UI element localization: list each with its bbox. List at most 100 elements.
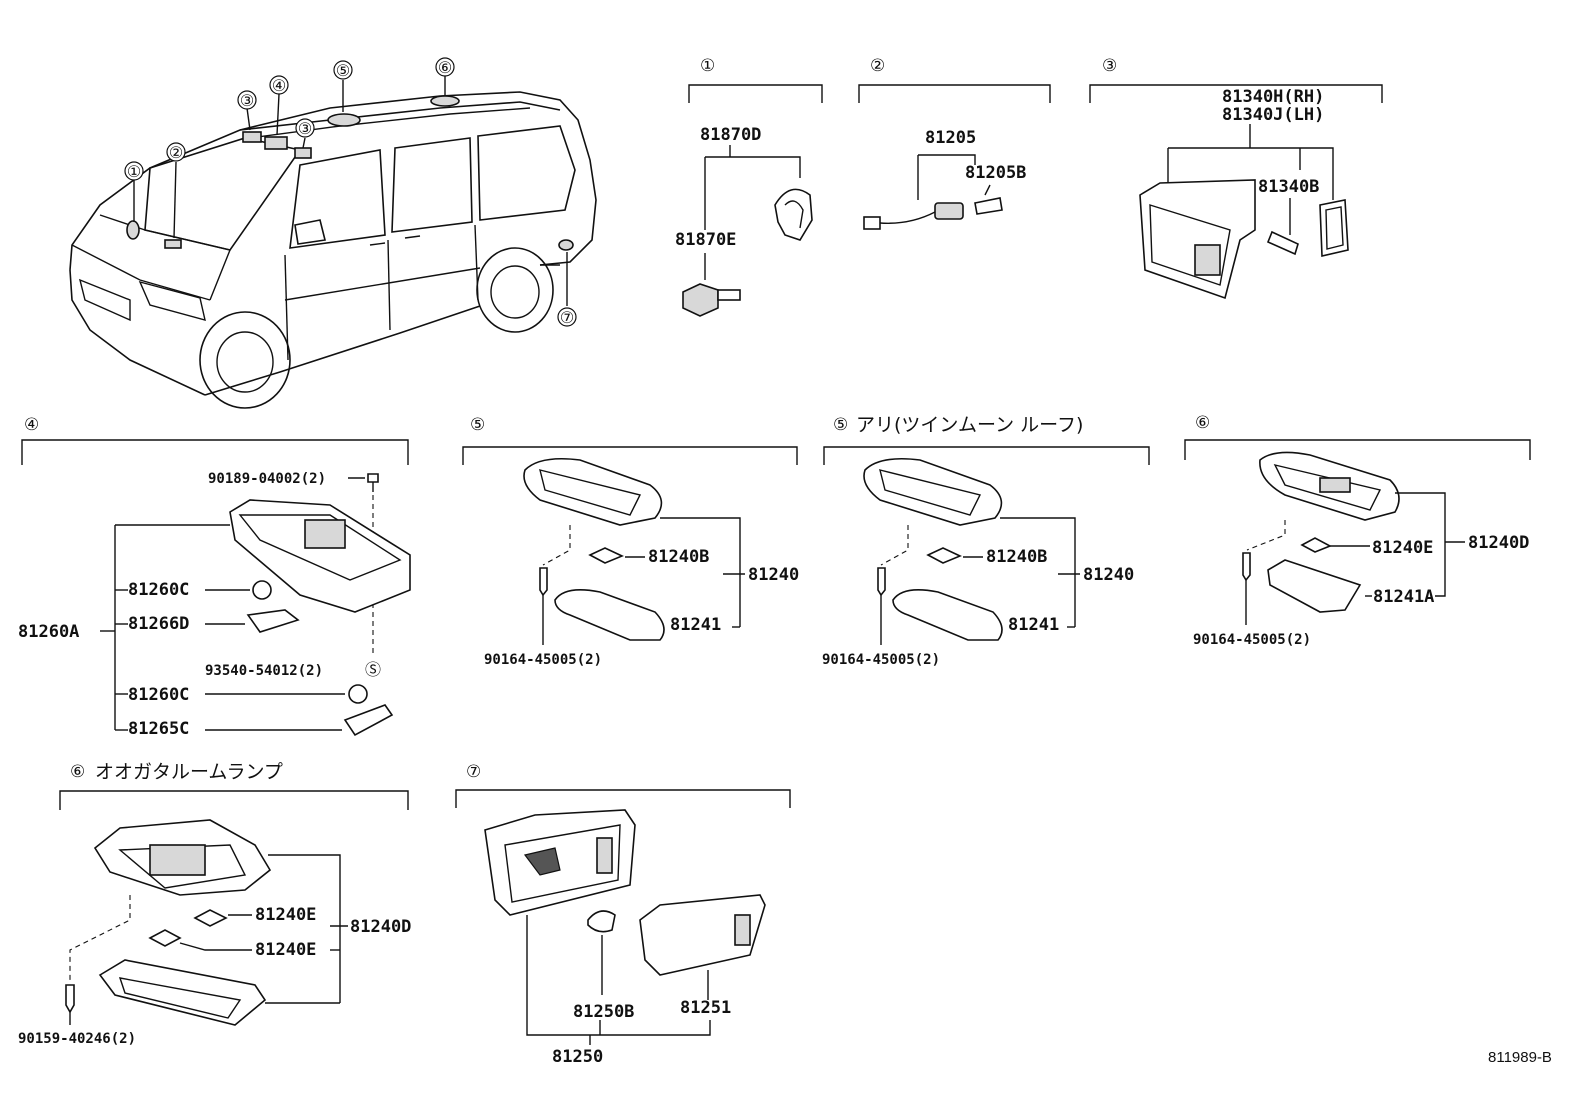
callout-4: ④ [272, 76, 286, 95]
section-6: ⑥ 81240E 81240D 81241A 90164-45005(2) [1184, 413, 1531, 648]
lens-81266D-drawing [246, 609, 300, 633]
section-7-marker: ⑦ [466, 762, 481, 782]
section-4-bracket [21, 439, 409, 465]
part-81340H: 81340H(RH) [1222, 87, 1324, 107]
part-81240B-s5: 81240B [648, 547, 709, 567]
section-7-bracket [455, 789, 791, 808]
section-6b-marker: ⑥ [70, 762, 85, 782]
section-1-marker: ① [700, 56, 715, 76]
lens-81251-drawing [639, 894, 766, 976]
section-5b: ⑤ アリ(ツインムーン ルーフ) 81240B 81240 81241 9016… [822, 414, 1150, 668]
lens-6b-drawing [98, 959, 267, 1026]
section-5b-bracket [823, 446, 1150, 465]
part-90164-45005-s6: 90164-45005(2) [1193, 632, 1311, 648]
screw-s5b-drawing [877, 567, 886, 597]
section-6-marker: ⑥ [1195, 413, 1210, 433]
bulb-81240B-drawing [588, 547, 624, 564]
lamp-5b-housing-drawing [863, 457, 1003, 526]
part-81205: 81205 [925, 128, 976, 148]
lens-81241A-drawing [1267, 559, 1362, 613]
section-1: ① 81870D 81870E [675, 56, 823, 317]
section-5-marker: ⑤ [470, 415, 485, 435]
section-2-marker: ② [870, 56, 885, 76]
part-81205B: 81205B [965, 163, 1026, 183]
section-2-bracket [858, 84, 1051, 103]
part-81260A: 81260A [18, 622, 79, 642]
section-3-bracket [1089, 84, 1383, 103]
part-81250: 81250 [552, 1047, 603, 1067]
section-4-marker: ④ [24, 415, 39, 435]
bulb-81240E-a-drawing [193, 909, 228, 927]
lamp-5-housing-drawing [523, 457, 663, 526]
bulb-81260C-b-drawing [348, 684, 368, 704]
part-81260A-drawing [229, 499, 411, 613]
callout-3a: ③ [240, 91, 254, 110]
part-90189-04002: 90189-04002(2) [208, 471, 326, 487]
part-81240E-s6: 81240E [1372, 538, 1433, 558]
screw-mark: Ⓢ [365, 660, 381, 679]
part-81260C-a: 81260C [128, 580, 189, 600]
lens-81241-s5b-drawing [892, 589, 1003, 641]
section-2: ② 81205 81205B [858, 56, 1051, 230]
screw-s6b-drawing [65, 984, 75, 1014]
section-5b-marker: ⑤ [833, 415, 848, 435]
callout-2: ② [169, 143, 183, 162]
bolt-drawing [367, 473, 379, 483]
part-81241A-s6: 81241A [1373, 587, 1434, 607]
section-3-marker: ③ [1102, 56, 1117, 76]
part-81240B-s5b: 81240B [986, 547, 1047, 567]
part-81241-s5b: 81241 [1008, 615, 1059, 635]
callout-5: ⑤ [336, 61, 350, 80]
part-90164-45005-s5: 90164-45005(2) [484, 652, 602, 668]
part-93540-54012: 93540-54012(2) [205, 663, 323, 679]
callout-7: ⑦ [560, 308, 574, 327]
part-81265C: 81265C [128, 719, 189, 739]
part-81870E-drawing [682, 283, 719, 317]
section-5: ⑤ 81240B 81240 81241 90164-45005(2) [462, 415, 799, 668]
section-4: ④ 90189-04002(2) 81260C 81266D 81260A 93… [18, 415, 411, 739]
diagram-code: 811989-B [1488, 1049, 1552, 1066]
section-6-bracket [1184, 439, 1531, 460]
bulb-81240E-s6-drawing [1300, 537, 1332, 553]
part-81250B: 81250B [573, 1002, 634, 1022]
part-81870D-drawing [774, 188, 813, 241]
section-5b-title: アリ(ツインムーン ルーフ) [856, 414, 1083, 436]
lens-81265C-drawing [343, 704, 394, 737]
section-6b: ⑥ オオガタルームランプ 81240E 81240D 81240E 90159-… [18, 761, 411, 1047]
section-5-bracket [462, 446, 798, 465]
part-81240D-s6b: 81240D [350, 917, 411, 937]
screw-s5-drawing [539, 567, 548, 597]
bulb-81260C-a-drawing [252, 580, 272, 600]
part-81340B-drawing [1266, 230, 1299, 256]
lens-81241-drawing [554, 589, 665, 641]
part-81240-s5b: 81240 [1083, 565, 1134, 585]
part-81870E: 81870E [675, 230, 736, 250]
callout-3b: ③ [298, 119, 312, 138]
callout-6: ⑥ [438, 58, 452, 77]
part-81240E-s6b-a: 81240E [255, 905, 316, 925]
screw-s6-drawing [1242, 552, 1251, 582]
lamp-7-housing-drawing [484, 809, 636, 916]
bulb-81240E-b-drawing [148, 929, 182, 947]
part-81205B-drawing [974, 197, 1003, 215]
vehicle-overview: ① ② ③ ④ ③ ⑤ ⑥ ⑦ [69, 57, 597, 409]
callout-1: ① [127, 162, 141, 181]
part-81340J: 81340J(LH) [1222, 105, 1324, 125]
part-81340B: 81340B [1258, 177, 1319, 197]
section-7: ⑦ 81250B 81251 81250 [455, 762, 791, 1067]
part-90159-40246: 90159-40246(2) [18, 1031, 136, 1047]
bulb-81240B-s5b-drawing [926, 547, 962, 564]
section-6b-title: オオガタルームランプ [95, 761, 283, 783]
part-81241-s5: 81241 [670, 615, 721, 635]
part-81340H-drawing [1139, 179, 1256, 300]
part-81870D: 81870D [700, 125, 761, 145]
section-1-bracket [688, 84, 823, 103]
part-81260C-b: 81260C [128, 685, 189, 705]
part-81266D: 81266D [128, 614, 189, 634]
part-81240E-s6b-b: 81240E [255, 940, 316, 960]
section-3: ③ 81340H(RH) 81340J(LH) 81340B [1089, 56, 1383, 300]
part-81240-s5: 81240 [748, 565, 799, 585]
part-90164-45005-s5b: 90164-45005(2) [822, 652, 940, 668]
part-81240D-s6: 81240D [1468, 533, 1529, 553]
